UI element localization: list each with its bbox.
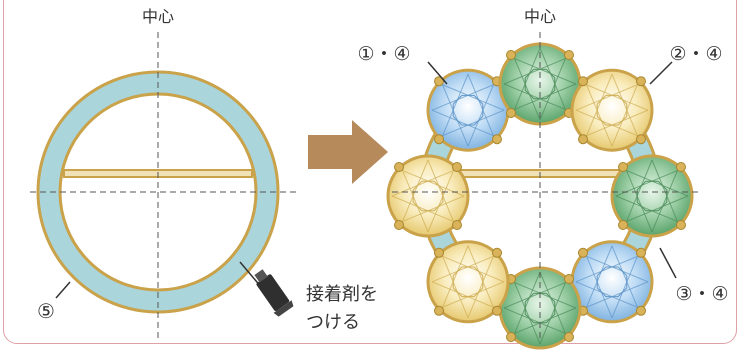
- stone-label-1-4: ①・④: [357, 43, 410, 65]
- prong: [635, 134, 646, 145]
- prong: [451, 162, 462, 173]
- gemstone-yellow: [570, 68, 654, 152]
- left-ring-group: [30, 32, 300, 340]
- prong: [434, 247, 445, 258]
- prong: [394, 219, 405, 230]
- prong: [635, 76, 646, 87]
- stone-label-3-4: ③・④: [675, 283, 728, 305]
- prong: [563, 50, 574, 61]
- glue-label-line1: 接着剤を: [306, 284, 378, 305]
- gemstone-blue: [570, 240, 654, 324]
- right-assembly-group: [386, 32, 700, 350]
- glue-tube-icon: [254, 269, 294, 317]
- leader-line-2-4: [649, 61, 673, 85]
- center-label-left: 中心: [142, 7, 174, 26]
- arrow-right-icon: [308, 120, 388, 184]
- gemstone-yellow: [426, 240, 510, 324]
- prong: [491, 247, 502, 258]
- prong: [394, 162, 405, 173]
- prong: [578, 76, 589, 87]
- prong: [506, 50, 517, 61]
- prong: [491, 305, 502, 316]
- prong: [618, 162, 629, 173]
- prong: [563, 274, 574, 285]
- prong: [434, 76, 445, 87]
- prong: [578, 247, 589, 258]
- prong: [675, 219, 686, 230]
- prong: [434, 134, 445, 145]
- prong: [506, 107, 517, 118]
- prong: [491, 134, 502, 145]
- gemstone-green: [610, 154, 694, 238]
- gemstone-yellow: [386, 154, 470, 238]
- prong: [618, 219, 629, 230]
- gemstone-blue: [426, 68, 510, 152]
- prong: [578, 134, 589, 145]
- leader-line-5: [55, 281, 71, 299]
- prong: [451, 219, 462, 230]
- prong: [635, 305, 646, 316]
- glue-label-line2: つける: [306, 312, 360, 333]
- prong: [635, 247, 646, 258]
- stone-label-2-4: ②・④: [669, 43, 722, 65]
- prong: [434, 305, 445, 316]
- prong: [675, 162, 686, 173]
- part-5-label: ⑤: [37, 299, 55, 323]
- leader-line-1-4: [427, 61, 448, 85]
- center-label-right: 中心: [524, 7, 556, 26]
- leader-line-3-4: [659, 247, 677, 279]
- prong: [563, 331, 574, 342]
- prong: [506, 331, 517, 342]
